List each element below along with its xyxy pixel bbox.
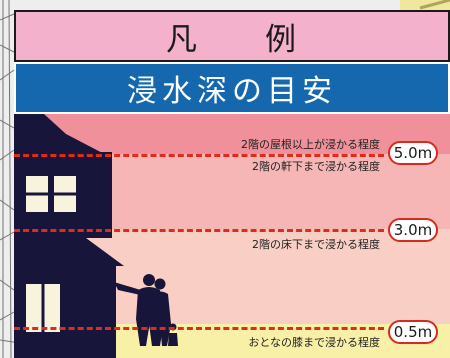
depth-badge-3m: 3.0m bbox=[388, 218, 438, 242]
level-3m-label: 2階の床下まで浸かる程度 bbox=[252, 238, 380, 251]
dash-line-3m bbox=[14, 229, 384, 232]
legend-title: 凡 例 bbox=[166, 21, 298, 58]
depth-badge-5m: 5.0m bbox=[388, 141, 438, 165]
dash-line-5m bbox=[14, 154, 384, 157]
house-and-family-silhouette-icon bbox=[14, 114, 178, 358]
level-05m-label: おとなの膝まで浸かる程度 bbox=[248, 336, 380, 349]
dash-line-05m bbox=[14, 327, 384, 330]
flood-depth-legend: 凡 例 浸水深の目安 bbox=[14, 10, 450, 358]
legend-subtitle-bar: 浸水深の目安 bbox=[14, 62, 450, 114]
depth-chart: 2階の屋根以上が浸かる程度 2階の軒下まで浸かる程度 5.0m 2階の床下まで浸… bbox=[14, 114, 450, 358]
depth-badge-05m: 0.5m bbox=[388, 320, 438, 344]
legend-title-bar: 凡 例 bbox=[14, 10, 450, 62]
level-5m-label-2: 2階の軒下まで浸かる程度 bbox=[252, 160, 380, 173]
legend-subtitle: 浸水深の目安 bbox=[127, 74, 337, 109]
level-5m-label-1: 2階の屋根以上が浸かる程度 bbox=[241, 138, 380, 151]
